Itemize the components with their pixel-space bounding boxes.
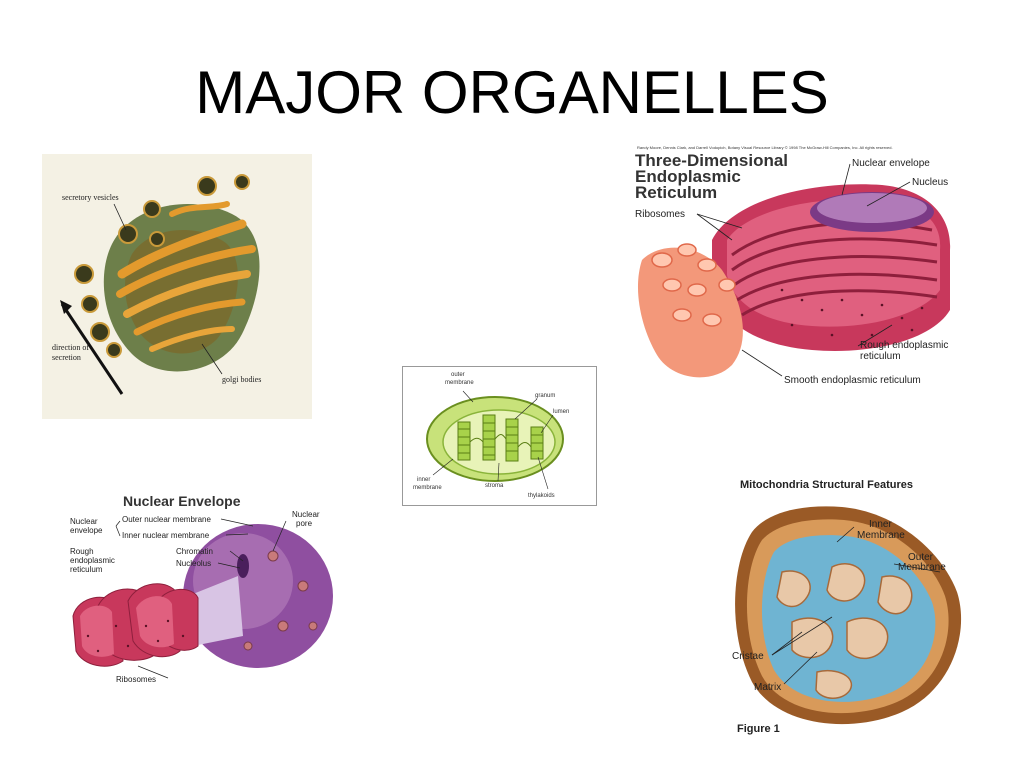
nuclear-label-chromatin: Chromatin [176,547,213,556]
nuclear-label-pore-1: Nuclear [292,510,320,519]
mito-label-outer-2: Membrane [898,562,946,573]
golgi-label-bodies: golgi bodies [222,375,261,384]
nuclear-label-inner: Inner nuclear membrane [122,531,210,540]
chloroplast-label-inner-1: inner [417,477,430,483]
nuclear-label-pore-2: pore [296,519,313,528]
nuclear-label-rough-3: reticulum [70,565,103,574]
er-label-rough-1: Rough endoplasmic [860,340,948,351]
chloroplast-label-outer-2: membrane [445,380,474,386]
nuclear-label-rough-1: Rough [70,547,94,556]
nuclear-label-ribosomes: Ribosomes [116,675,156,684]
er-label-ribosomes: Ribosomes [635,209,685,220]
er-title-3: Reticulum [635,183,717,202]
er-label-nucleus: Nucleus [912,177,948,188]
nuclear-label-nucleolus: Nucleolus [176,559,211,568]
chloroplast-label-stroma: stroma [485,483,504,489]
mito-label-figure: Figure 1 [737,723,780,735]
nuclear-label-rough-2: endoplasmic [70,556,115,565]
chloroplast-label-outer-1: outer [451,372,465,378]
mito-label-matrix: Matrix [754,682,781,693]
er-figure: Randy Moore, Dennis Clark, and Darrell V… [632,140,957,390]
golgi-figure: secretory vesicles direction of secretio… [42,154,312,419]
slide-title: MAJOR ORGANELLES [195,59,829,126]
mito-label-outer-1: Outer [908,552,934,563]
er-label-smooth: Smooth endoplasmic reticulum [784,375,921,386]
nuclear-envelope-figure: Nuclear Envelope [68,486,336,686]
er-title-1: Three-Dimensional [635,151,788,170]
mito-label-inner-1: Inner [869,519,892,530]
chloroplast-label-lumen: lumen [553,409,569,415]
er-illustration: Randy Moore, Dennis Clark, and Darrell V… [635,145,951,386]
mito-label-inner-2: Membrane [857,530,905,541]
chloroplast-illustration: outer membrane granum lumen inner membra… [413,372,569,499]
golgi-illustration: secretory vesicles direction of secretio… [42,154,312,419]
golgi-label-direction-2: secretion [52,353,81,362]
golgi-label-vesicles: secretory vesicles [62,193,119,202]
chloroplast-label-thylakoids: thylakoids [528,493,555,499]
chloroplast-label-inner-2: membrane [413,485,442,491]
mitochondria-figure: Mitochondria Structural Features Inner M… [722,472,970,742]
mito-label-cristae: Cristae [732,651,764,662]
nuclear-label-nuclear-2: envelope [70,526,103,535]
er-label-rough-2: reticulum [860,351,901,362]
nuclear-label-nuclear-1: Nuclear [70,517,98,526]
mitochondria-illustration: Mitochondria Structural Features Inner M… [732,479,962,735]
er-title-2: Endoplasmic [635,167,741,186]
mito-title: Mitochondria Structural Features [740,479,913,491]
er-credit: Randy Moore, Dennis Clark, and Darrell V… [637,145,893,150]
nuclear-label-outer: Outer nuclear membrane [122,515,211,524]
chloroplast-label-granum: granum [535,393,555,399]
nuclear-title: Nuclear Envelope [123,493,241,509]
er-label-envelope: Nuclear envelope [852,158,930,169]
golgi-label-direction-1: direction of [52,343,89,352]
chloroplast-figure: outer membrane granum lumen inner membra… [402,366,597,506]
nuclear-envelope-illustration: Nuclear Envelope [70,493,333,684]
